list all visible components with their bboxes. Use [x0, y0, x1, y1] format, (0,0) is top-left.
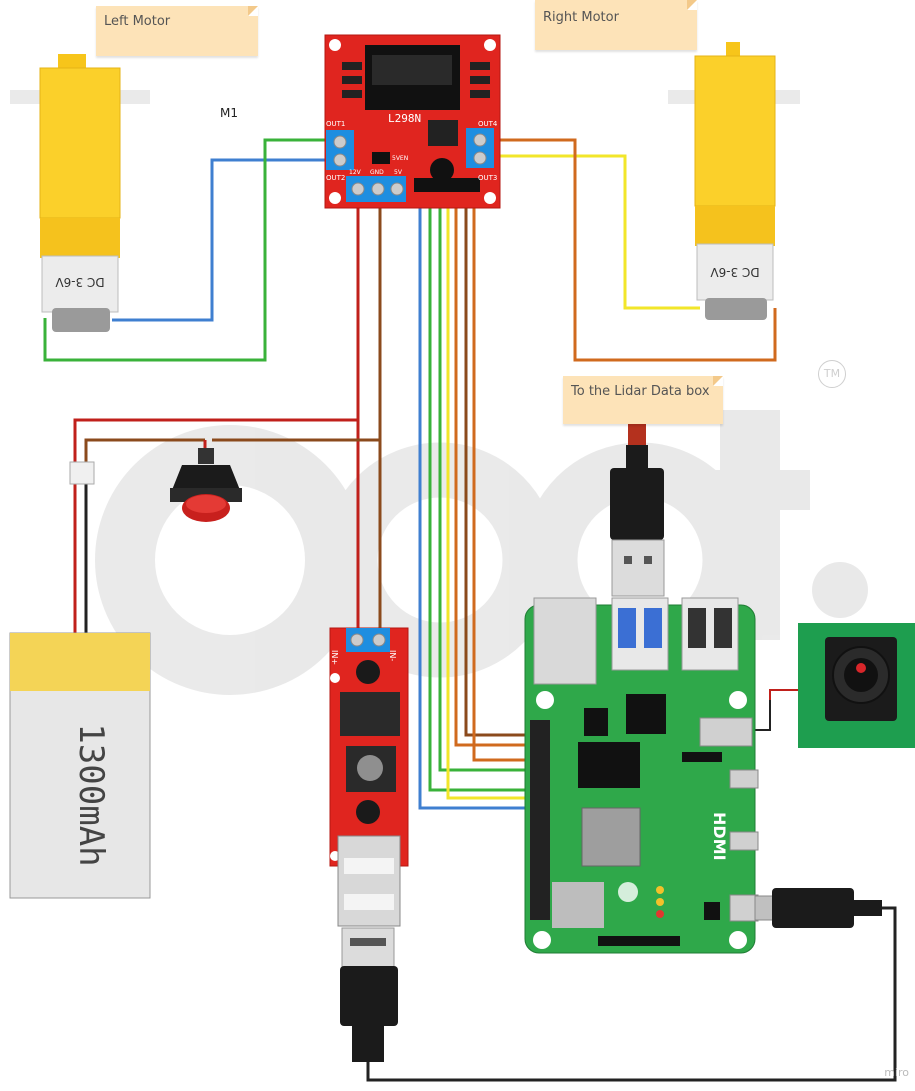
driver-5ven: 5VEN	[392, 155, 408, 162]
right-motor	[694, 42, 776, 320]
driver-out4: OUT4	[478, 120, 498, 128]
driver-12v: 12V	[349, 169, 362, 176]
note-left-motor[interactable]: Left Motor	[96, 6, 258, 56]
wire-pi-power	[366, 906, 897, 1082]
raspberry-pi	[524, 597, 759, 954]
wire-camera	[769, 689, 800, 700]
wire-signal-orange-2	[472, 192, 545, 762]
wire-signal-brown	[464, 192, 545, 737]
usb-cable-buck	[337, 835, 401, 1062]
pi-power-cable	[754, 888, 882, 928]
lidar-usb-cable	[610, 422, 665, 597]
left-motor	[39, 54, 121, 332]
wire-switch-brown	[84, 438, 205, 462]
buck-converter	[329, 627, 409, 867]
pi-hdmi-label: HDMI	[710, 812, 729, 861]
wire-signal-green-2	[438, 192, 545, 772]
miro-watermark: miro	[884, 1066, 909, 1079]
wire-signal-orange	[454, 192, 545, 747]
wire-left-motor-green	[43, 138, 333, 362]
driver-5v: 5V	[394, 169, 403, 176]
driver-out1: OUT1	[326, 120, 345, 128]
note-right-motor-text: Right Motor	[543, 10, 619, 25]
note-fold	[687, 0, 697, 10]
wire-camera-black	[755, 700, 771, 731]
left-motor-text: DC 3-6V	[55, 275, 105, 289]
buck-in-minus: IN-	[388, 650, 397, 661]
note-lidar-text: To the Lidar Data box	[571, 384, 710, 399]
driver-name: L298N	[388, 112, 421, 125]
note-fold	[713, 376, 723, 386]
buck-in-plus: IN+	[330, 650, 339, 665]
camera-module	[798, 623, 915, 748]
wires	[43, 138, 897, 1082]
wire-signal-green	[428, 192, 545, 792]
note-right-motor[interactable]: Right Motor	[535, 0, 697, 50]
driver-out3: OUT3	[478, 174, 497, 182]
note-left-motor-text: Left Motor	[104, 14, 171, 29]
driver-gnd: GND	[370, 169, 384, 176]
l298n-driver	[324, 34, 501, 209]
right-motor-text: DC 3-6V	[710, 265, 760, 279]
push-switch	[170, 448, 242, 522]
wire-right-motor-yellow	[492, 154, 700, 310]
note-fold	[248, 6, 258, 16]
wire-right-motor-orange	[492, 138, 777, 362]
label-m1: M1	[220, 106, 238, 120]
wire-battery-red	[73, 418, 358, 633]
note-lidar[interactable]: To the Lidar Data box	[563, 376, 723, 424]
driver-out2: OUT2	[326, 174, 345, 182]
battery	[9, 461, 151, 899]
battery-label: 1300mAh	[71, 723, 111, 866]
wire-left-motor-blue	[112, 158, 333, 322]
trademark-symbol: TM	[818, 360, 846, 388]
